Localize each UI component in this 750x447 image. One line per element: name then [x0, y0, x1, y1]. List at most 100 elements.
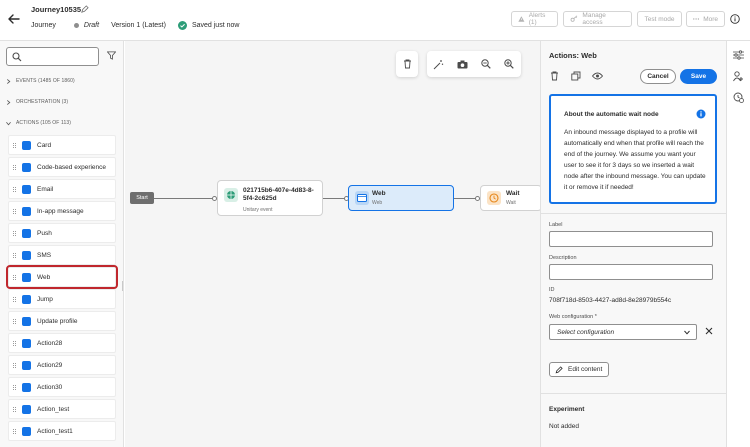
- journey-title: Journey10535: [31, 5, 82, 14]
- action-item-label: Web: [37, 273, 51, 281]
- action-item[interactable]: Push: [8, 223, 116, 243]
- action-item[interactable]: Action_test: [8, 399, 116, 419]
- drag-handle-icon[interactable]: [13, 274, 16, 280]
- divider: [541, 393, 726, 394]
- delete-button[interactable]: [396, 53, 418, 75]
- version-label: Version 1 (Latest): [111, 21, 166, 29]
- connector-port[interactable]: [212, 196, 217, 201]
- connector-port[interactable]: [475, 196, 480, 201]
- jump-icon: [22, 294, 31, 304]
- action-item[interactable]: Action_test1: [8, 421, 116, 441]
- info-icon[interactable]: [730, 14, 740, 24]
- edit-title-icon[interactable]: [80, 5, 89, 14]
- clear-config-icon[interactable]: [705, 327, 713, 335]
- alert-icon: [518, 16, 525, 22]
- action-item[interactable]: Code-based experience: [8, 157, 116, 177]
- event-node[interactable]: 021715b6-407e-4d83-8-5f4-2c625d Unitary …: [217, 180, 323, 216]
- action-item[interactable]: Card: [8, 135, 116, 155]
- alerts-button[interactable]: Alerts (1): [511, 11, 558, 27]
- start-node[interactable]: Start: [130, 192, 154, 204]
- info-box-title: About the automatic wait node: [564, 111, 659, 118]
- events-section[interactable]: EVENTS (1485 OF 1860): [6, 78, 75, 84]
- connector-line: [454, 198, 480, 199]
- action-item[interactable]: Update profile: [8, 311, 116, 331]
- id-value: 708f718d-8503-4427-ad8d-8e28979b554c: [549, 297, 672, 304]
- sms-icon: [22, 250, 31, 260]
- panel-title: Actions: Web: [549, 51, 597, 60]
- event-node-title: 021715b6-407e-4d83-8-5f4-2c625d: [243, 187, 314, 202]
- action-item[interactable]: Action30: [8, 377, 116, 397]
- trash-icon[interactable]: [550, 71, 559, 81]
- label-field-label: Label: [549, 222, 563, 228]
- orchestration-section-label: ORCHESTRATION (3): [16, 99, 69, 105]
- web-config-select[interactable]: Select configuration: [549, 324, 697, 340]
- action-item[interactable]: SMS: [8, 245, 116, 265]
- orchestration-section[interactable]: ORCHESTRATION (3): [6, 99, 68, 105]
- settings-icon[interactable]: [733, 92, 744, 103]
- email-icon: [22, 184, 31, 194]
- web-config-label-text: Web configuration: [549, 314, 594, 320]
- audience-icon[interactable]: [733, 71, 744, 82]
- activity-palette: EVENTS (1485 OF 1860) ORCHESTRATION (3) …: [0, 41, 126, 447]
- drag-handle-icon[interactable]: [13, 230, 16, 236]
- properties-sliders-icon[interactable]: [733, 50, 744, 60]
- required-mark: *: [594, 314, 597, 320]
- web-node-icon-box: [355, 191, 369, 205]
- wait-node[interactable]: Wait Wait: [480, 185, 542, 211]
- drag-handle-icon[interactable]: [13, 186, 16, 192]
- drag-handle-icon[interactable]: [13, 296, 16, 302]
- drag-handle-icon[interactable]: [13, 428, 16, 434]
- zoom-out-button[interactable]: [475, 53, 497, 75]
- code-icon: [22, 162, 31, 172]
- trash-icon: [403, 59, 411, 69]
- saved-status: Saved just now: [191, 21, 240, 29]
- drag-handle-icon[interactable]: [13, 252, 16, 258]
- back-arrow-icon[interactable]: [7, 12, 21, 26]
- edit-content-label: Edit content: [568, 366, 603, 373]
- eye-icon[interactable]: [592, 72, 603, 80]
- action-item[interactable]: Action29: [8, 355, 116, 375]
- actions-section[interactable]: ACTIONS (105 OF 113): [6, 120, 71, 126]
- drag-handle-icon[interactable]: [13, 362, 16, 368]
- test-mode-button[interactable]: Test mode: [637, 11, 682, 27]
- drag-handle-icon[interactable]: [13, 384, 16, 390]
- action-item[interactable]: Web: [6, 265, 118, 289]
- drag-handle-icon[interactable]: [13, 164, 16, 170]
- action-item[interactable]: Email: [8, 179, 116, 199]
- web-icon: [357, 194, 367, 202]
- event-node-subtitle: Unitary event: [243, 207, 273, 213]
- status-dot-icon: [73, 22, 79, 28]
- action-item[interactable]: Action28: [8, 333, 116, 353]
- edit-content-button[interactable]: Edit content: [549, 362, 609, 377]
- search-icon: [12, 52, 22, 62]
- update-profile-icon: [22, 316, 31, 326]
- drag-handle-icon[interactable]: [13, 406, 16, 412]
- drag-handle-icon[interactable]: [13, 318, 16, 324]
- action-item[interactable]: Jump: [8, 289, 116, 309]
- filter-icon[interactable]: [107, 51, 116, 60]
- action-item[interactable]: In-app message: [8, 201, 116, 221]
- card-icon: [22, 140, 31, 150]
- cancel-button[interactable]: Cancel: [640, 69, 676, 84]
- save-button[interactable]: Save: [680, 69, 717, 84]
- web-node[interactable]: Web Web: [348, 185, 454, 211]
- drag-handle-icon[interactable]: [13, 340, 16, 346]
- manage-access-button[interactable]: Manage access: [563, 11, 632, 27]
- description-input[interactable]: [549, 264, 713, 280]
- screenshot-button[interactable]: [451, 53, 473, 75]
- action-item-label: Email: [37, 185, 54, 193]
- journey-canvas[interactable]: Start 021715b6-407e-4d83-8-5f4-2c625d Un…: [125, 41, 542, 447]
- experiment-value: Not added: [549, 423, 579, 430]
- drag-handle-icon[interactable]: [13, 142, 16, 148]
- search-input[interactable]: [6, 47, 99, 66]
- more-button[interactable]: More: [686, 11, 725, 27]
- check-circle-icon: [177, 20, 187, 30]
- auto-arrange-button[interactable]: [428, 53, 450, 75]
- chevron-right-icon: [6, 78, 11, 84]
- more-dots-icon: [693, 18, 700, 20]
- zoom-in-button[interactable]: [498, 53, 520, 75]
- label-input[interactable]: [549, 231, 713, 247]
- drag-handle-icon[interactable]: [13, 208, 16, 214]
- action-item-label: Action_test1: [37, 427, 73, 435]
- duplicate-icon[interactable]: [571, 71, 581, 81]
